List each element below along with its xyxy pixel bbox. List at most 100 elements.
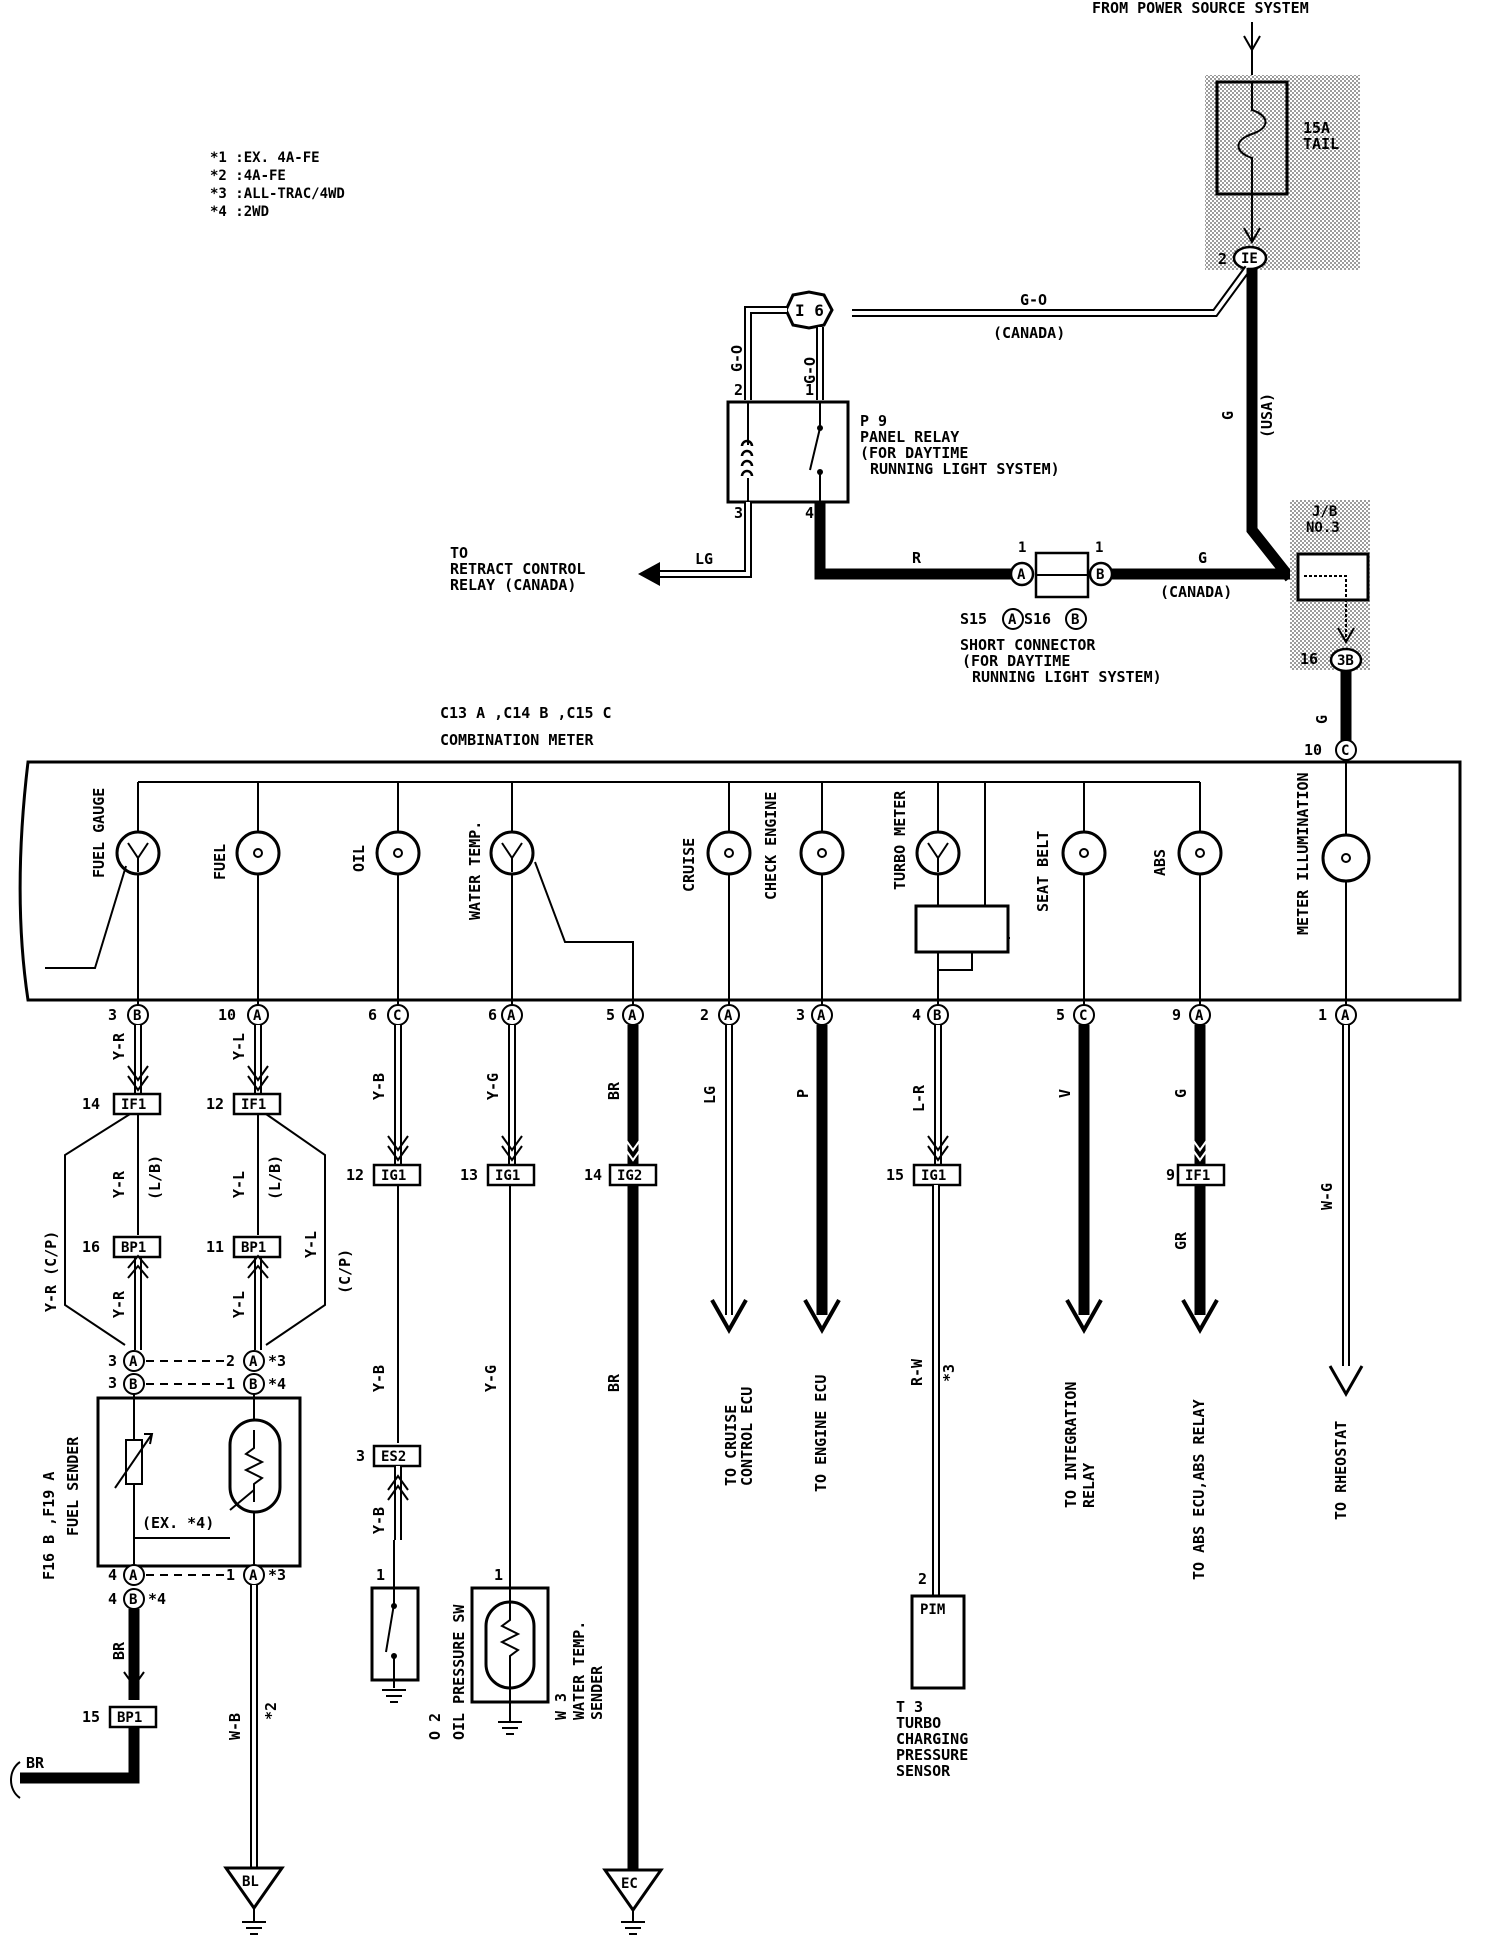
wire-label-go-2: G-O: [728, 345, 746, 372]
svg-text:IF1: IF1: [1185, 1168, 1210, 1184]
dest-engine: TO ENGINE ECU: [812, 1375, 830, 1492]
svg-text:*3: *3: [940, 1364, 958, 1382]
svg-text:C: C: [393, 1008, 401, 1024]
svg-text:C: C: [1079, 1008, 1087, 1024]
svg-text:1: 1: [494, 1566, 503, 1584]
svg-text:1: 1: [226, 1566, 235, 1584]
meter-codes: C13 A ,C14 B ,C15 C: [440, 704, 612, 722]
svg-text:A: A: [1195, 1008, 1204, 1024]
turbo-driver-box: [914, 904, 1010, 954]
jb-label-1: J/B: [1312, 504, 1337, 520]
meter-output-pins: 3 B 10 A 6 C 6 A 5 A 2 A 3 A 4 B 5 C 9 A…: [108, 1004, 1357, 1026]
wire-label-canada-top: (CANADA): [993, 324, 1065, 342]
meter-pin-10c: 10: [1304, 741, 1322, 759]
dest-cruise-2: CONTROL ECU: [738, 1387, 756, 1486]
legend-item: *3 :ALL-TRAC/4WD: [210, 186, 345, 202]
svg-text:3B: 3B: [1337, 653, 1354, 669]
svg-text:12: 12: [346, 1166, 364, 1184]
svg-text:A: A: [1017, 567, 1026, 583]
rheostat-circuit: W-G TO RHEOSTAT: [1318, 1025, 1364, 1520]
svg-text:A: A: [129, 1568, 138, 1584]
water-sender-name1: WATER TEMP.: [570, 1621, 588, 1720]
short-conn-sub1: (FOR DAYTIME: [962, 652, 1070, 670]
turbo-circuit: L-R 15 IG1 R-W *3 2 PIM T 3 TURBO CHARGI…: [886, 1025, 968, 1780]
svg-text:A: A: [249, 1568, 258, 1584]
oil-sw-code: O 2: [426, 1713, 444, 1740]
variable-resistor-icon: [114, 1433, 154, 1489]
dest-rheostat: TO RHEOSTAT: [1332, 1421, 1350, 1520]
ground-icon: [382, 1689, 406, 1703]
svg-text:*4: *4: [148, 1590, 166, 1608]
ie-connector-label: IE: [1241, 251, 1258, 267]
svg-text:IG1: IG1: [381, 1168, 406, 1184]
svg-text:S16: S16: [1024, 610, 1051, 628]
fuel-sender-name: FUEL SENDER: [64, 1436, 82, 1536]
s15-connector: [1009, 561, 1035, 587]
svg-text:(C/P): (C/P): [336, 1249, 354, 1294]
gauge-oil: OIL: [350, 782, 421, 1010]
oil-lamp-icon: [375, 830, 421, 876]
oil-switch-icon: [385, 1588, 395, 1688]
svg-text:P: P: [794, 1089, 812, 1098]
svg-text:TURBO: TURBO: [896, 1714, 941, 1732]
legend-item: *4 :2WD: [210, 204, 269, 220]
svg-text:*3: *3: [268, 1566, 286, 1584]
cruise-engine-circuit: LG TO CRUISE CONTROL ECU P TO ENGINE ECU: [701, 1025, 841, 1492]
wire-label-lg: LG: [695, 550, 713, 568]
svg-text:Y-B: Y-B: [370, 1507, 388, 1534]
svg-text:3: 3: [108, 1352, 117, 1370]
relay-switch-icon: [809, 402, 821, 502]
water-temp-gauge-icon: [489, 830, 535, 876]
gauge-water-temp: WATER TEMP.: [466, 782, 634, 1010]
br-ground-circuit: BR 14 IG2 BR EC: [584, 1025, 664, 1935]
svg-text:3: 3: [108, 1374, 117, 1392]
svg-text:IG2: IG2: [617, 1168, 642, 1184]
meter-name: COMBINATION METER: [440, 731, 594, 749]
svg-text:CHARGING: CHARGING: [896, 1730, 968, 1748]
svg-text:G: G: [1172, 1089, 1190, 1098]
svg-text:BR: BR: [110, 1641, 128, 1660]
svg-text:2: 2: [226, 1352, 235, 1370]
svg-text:3: 3: [108, 1006, 117, 1024]
svg-text:3: 3: [356, 1447, 365, 1465]
svg-text:1: 1: [376, 1566, 385, 1584]
svg-text:R-W: R-W: [908, 1358, 926, 1386]
svg-text:Y-R: Y-R: [110, 1290, 128, 1318]
svg-text:V: V: [1056, 1089, 1074, 1098]
seat-belt-lamp-icon: [1061, 830, 1107, 876]
gauge-check-engine: CHECK ENGINE: [762, 782, 845, 1010]
ie-pin: 2: [1218, 250, 1227, 268]
svg-text:6: 6: [368, 1006, 377, 1024]
svg-text:B: B: [129, 1592, 137, 1608]
svg-text:*3: *3: [268, 1352, 286, 1370]
svg-text:Y-R: Y-R: [110, 1170, 128, 1198]
svg-text:L-R: L-R: [910, 1084, 928, 1112]
wire-label-go-1: G-O: [801, 357, 819, 384]
relay-sub1: (FOR DAYTIME: [860, 444, 968, 462]
short-conn-name: SHORT CONNECTOR: [960, 636, 1096, 654]
fuel-circuit: Y-R Y-L 14 IF1 12 IF1 Y-R (L/B) Y-R (C/P…: [10, 1025, 354, 1935]
svg-text:Y-L: Y-L: [230, 1291, 248, 1318]
svg-text:15: 15: [82, 1708, 100, 1726]
svg-text:2: 2: [918, 1570, 927, 1588]
retract-label-3: RELAY (CANADA): [450, 576, 576, 594]
svg-text:A: A: [724, 1008, 733, 1024]
relay-pin-4: 4: [805, 504, 814, 522]
svg-text:B: B: [129, 1377, 137, 1393]
relay-coil-icon: [740, 439, 754, 477]
svg-text:W-G: W-G: [1318, 1183, 1336, 1210]
svg-text:A: A: [1008, 612, 1017, 628]
gauge-label-turbo-meter: TURBO METER: [891, 790, 909, 890]
gauge-label-water-temp: WATER TEMP.: [466, 821, 484, 920]
relay-pin-1: 1: [805, 381, 814, 399]
gauge-label-fuel-gauge: FUEL GAUGE: [90, 788, 108, 878]
retract-label-2: RETRACT CONTROL: [450, 560, 585, 578]
svg-text:14: 14: [82, 1095, 100, 1113]
combination-meter: [18, 760, 1462, 1002]
wire-label-g-canada: G: [1198, 549, 1207, 567]
svg-text:W-B: W-B: [226, 1713, 244, 1740]
svg-text:PRESSURE: PRESSURE: [896, 1746, 968, 1764]
gauge-label-abs: ABS: [1151, 849, 1169, 876]
svg-text:13: 13: [460, 1166, 478, 1184]
gauge-abs: ABS: [1151, 830, 1223, 1010]
